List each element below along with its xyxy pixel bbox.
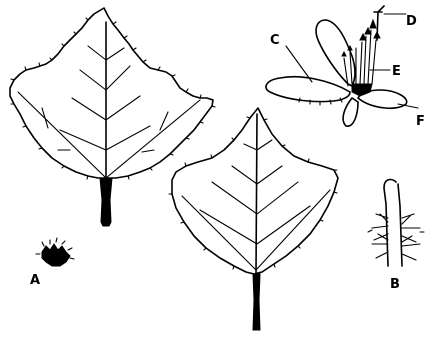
flower-stamens: [344, 30, 376, 86]
flower-receptacle: [352, 84, 372, 96]
flower-sepal-left: [266, 77, 350, 102]
leaf-triangular-midrib: [256, 114, 257, 274]
leaf-lobed-veins: [18, 46, 200, 178]
leaf-triangular: [169, 108, 338, 330]
specimen-b-hairs: [368, 214, 424, 260]
leaf-lobed-serration: [11, 18, 215, 179]
leaf-lobed-petiole: [100, 178, 112, 226]
flower-anthers: [342, 20, 380, 56]
label-d: D: [406, 14, 417, 29]
specimen-a-cluster: [42, 244, 70, 266]
specimen-b: [368, 180, 424, 266]
leaf-lobed-outline: [10, 8, 213, 178]
flower-petal-lower-left: [343, 98, 358, 126]
label-c: C: [270, 33, 280, 48]
label-e: E: [392, 64, 401, 79]
label-b: B: [390, 277, 400, 292]
specimen-a: [36, 238, 74, 266]
leaf-triangular-petiole: [253, 274, 260, 330]
label-a: A: [30, 273, 40, 288]
leaf-lobed: [10, 8, 215, 226]
leaf-triangular-outline: [172, 108, 338, 274]
leaf-triangular-serration: [169, 117, 337, 269]
label-f: F: [416, 114, 425, 129]
flower-petal-upper: [316, 20, 355, 86]
